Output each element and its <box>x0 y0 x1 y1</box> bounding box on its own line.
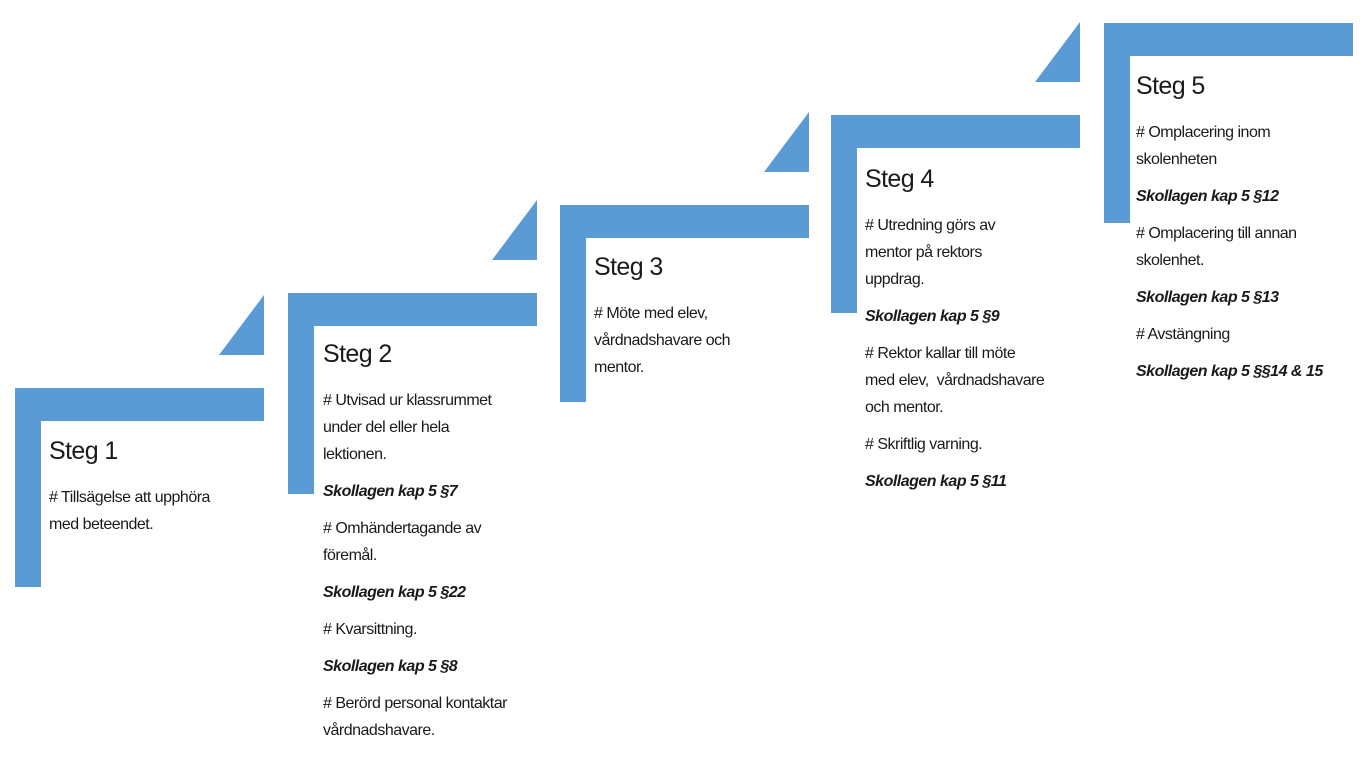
action-description: # Skriftlig varning. <box>865 436 983 453</box>
step-title: Steg 3 <box>594 253 663 281</box>
step-bar-vertical <box>831 115 857 313</box>
action-description: # Avstängning <box>1136 326 1230 343</box>
action-description: # Omplacering till annan skolenhet. <box>1136 225 1297 269</box>
step-content: Steg 3 # Möte med elev, vårdnadshavare oc… <box>594 252 730 391</box>
step-bar-horizontal <box>1104 23 1353 56</box>
law-reference: Skollagen kap 5 §§14 & 15 <box>1136 363 1323 380</box>
action-description: # Utredning görs av mentor på rektors up… <box>865 217 996 288</box>
step-title: Steg 5 <box>1136 72 1205 100</box>
step-title: Steg 1 <box>49 437 118 465</box>
law-reference: Skollagen kap 5 §11 <box>865 473 1007 490</box>
step-title: Steg 2 <box>323 340 392 368</box>
action-description: # Tillsägelse att upphöra med beteendet. <box>49 489 210 533</box>
step-content: Steg 2 # Utvisad ur klassrummet under del… <box>323 339 507 754</box>
arrow-triangle-icon <box>1035 22 1080 82</box>
arrow-triangle-icon <box>492 200 537 260</box>
law-reference: Skollagen kap 5 §12 <box>1136 188 1279 205</box>
law-reference: Skollagen kap 5 §7 <box>323 483 458 500</box>
step-content: Steg 4 # Utredning görs av mentor på rekt… <box>865 164 1045 505</box>
step-title: Steg 4 <box>865 165 934 193</box>
step-bar-vertical <box>288 293 314 494</box>
action-description: # Utvisad ur klassrummet under del eller… <box>323 392 492 463</box>
action-description: # Berörd personal kontaktar vårdnadshava… <box>323 695 507 739</box>
action-description: # Omplacering inom skolenheten <box>1136 124 1271 168</box>
step-bar-horizontal <box>560 205 809 238</box>
step-bar-horizontal <box>288 293 537 326</box>
arrow-triangle-icon <box>764 112 809 172</box>
law-reference: Skollagen kap 5 §22 <box>323 584 466 601</box>
action-description: # Möte med elev, vårdnadshavare och ment… <box>594 305 730 376</box>
action-description: # Rektor kallar till möte med elev, vård… <box>865 345 1045 416</box>
law-reference: Skollagen kap 5 §13 <box>1136 289 1279 306</box>
arrow-triangle-icon <box>219 295 264 355</box>
step-bar-horizontal <box>831 115 1080 148</box>
law-reference: Skollagen kap 5 §8 <box>323 658 458 675</box>
action-description: # Kvarsittning. <box>323 621 417 638</box>
step-bar-vertical <box>1104 23 1130 223</box>
step-bar-vertical <box>560 205 586 402</box>
step-bar-horizontal <box>15 388 264 421</box>
action-description: # Omhändertagande av föremål. <box>323 520 482 564</box>
law-reference: Skollagen kap 5 §9 <box>865 308 1000 325</box>
step-bar-vertical <box>15 388 41 587</box>
step-content: Steg 1 # Tillsägelse att upphöra med bete… <box>49 436 210 548</box>
